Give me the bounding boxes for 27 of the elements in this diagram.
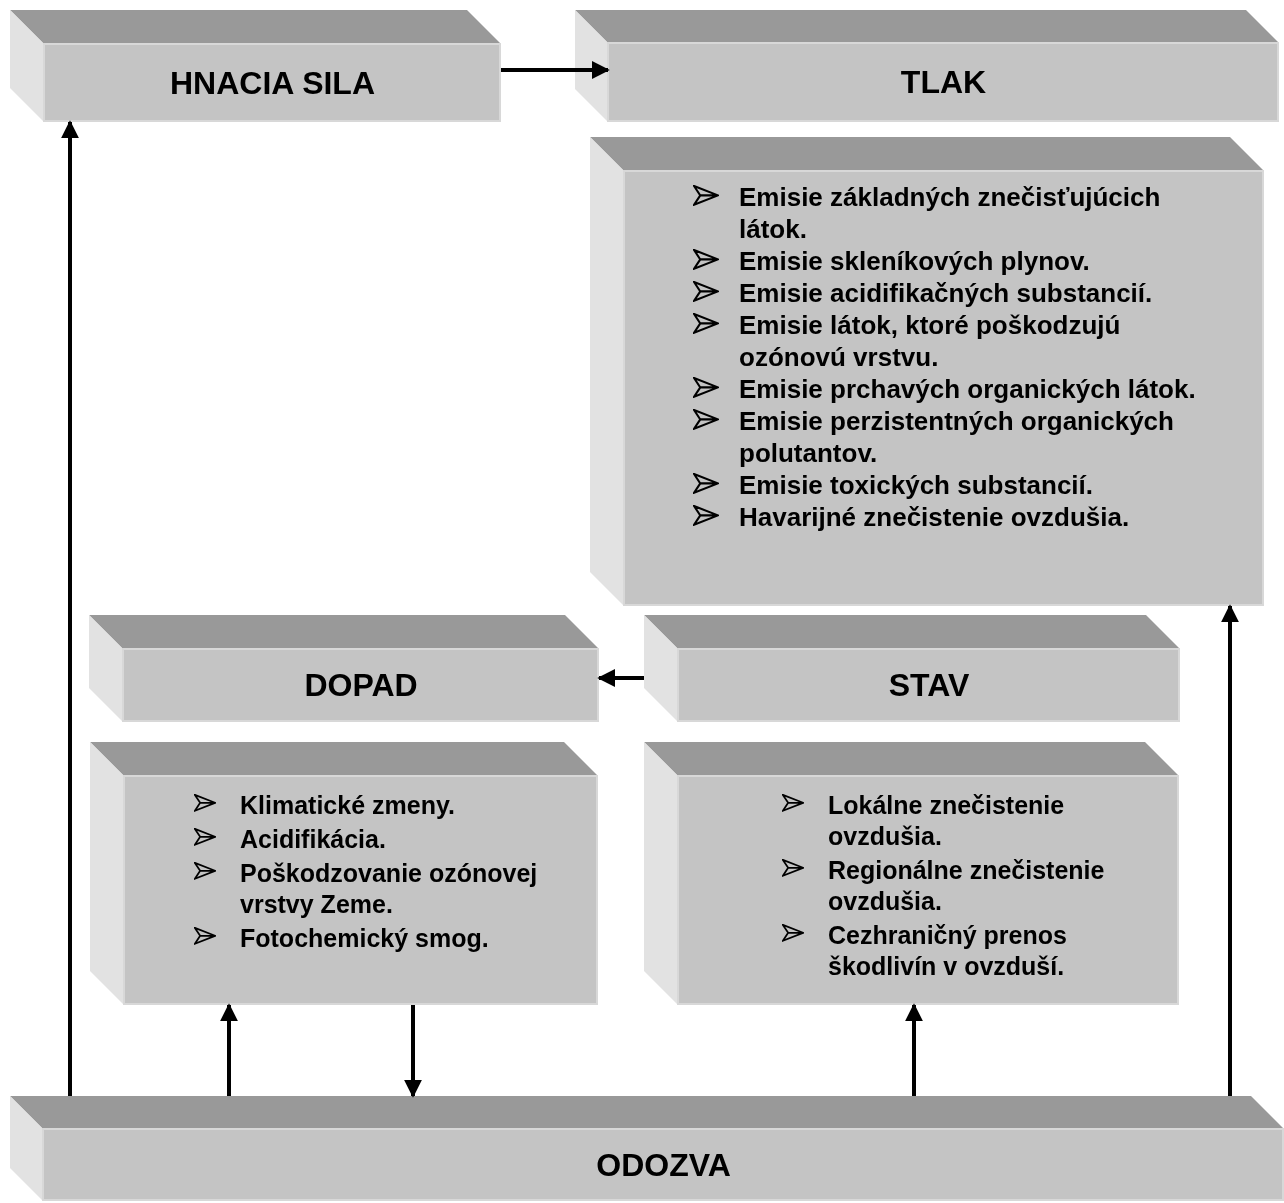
arrow (905, 1003, 923, 1096)
list-item: Cezhraničný prenos škodlivín v ovzduší. (828, 920, 1068, 982)
list-item: Emisie acidifikačných substancií. (739, 277, 1153, 309)
arrow (61, 120, 79, 1096)
box-title: HNACIA SILA (170, 64, 375, 102)
list-item: Acidifikácia. (240, 824, 386, 855)
arrow (501, 61, 610, 79)
box-title: TLAK (900, 64, 987, 101)
list-item: Lokálne znečistenie ovzdušia. (828, 790, 1066, 852)
arrow (597, 669, 644, 687)
list-item: Regionálne znečistenie ovzdušia. (828, 855, 1106, 917)
box-title: DOPAD (304, 667, 418, 704)
arrow (404, 1005, 422, 1098)
list-item: Emisie základných znečisťujúcich látok. (739, 181, 1162, 245)
box-title: STAV (888, 667, 970, 704)
arrow (220, 1003, 238, 1096)
list-item: Emisie prchavých organických látok. (739, 373, 1196, 405)
list-item: Havarijné znečistenie ovzdušia. (739, 501, 1130, 533)
list-item: Fotochemický smog. (240, 923, 489, 954)
list-item: Emisie toxických substancií. (739, 469, 1094, 501)
list-item: Emisie skleníkových plynov. (739, 245, 1090, 277)
list-item: Klimatické zmeny. (240, 790, 455, 821)
box-title: ODOZVA (596, 1146, 731, 1184)
list-item: Emisie látok, ktoré poškodzujú ozónovú vrstvu. (739, 309, 1122, 373)
list-item: Poškodzovanie ozónovej vrstvy Zeme. (240, 858, 539, 920)
arrow (1221, 604, 1239, 1096)
list-item: Emisie perzistentných organických polutantov. (739, 405, 1175, 469)
